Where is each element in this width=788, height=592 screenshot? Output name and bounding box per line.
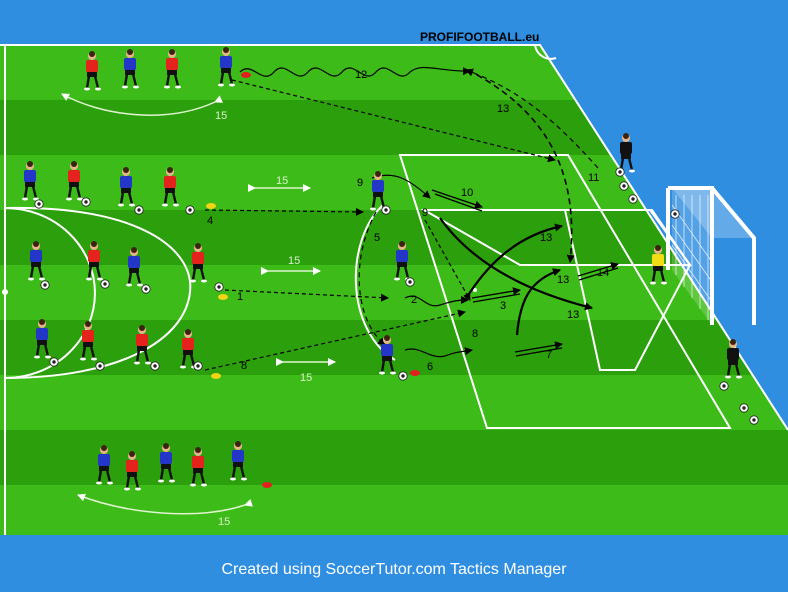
action-number: 9 bbox=[422, 207, 428, 219]
distance-label: 15 bbox=[218, 516, 230, 528]
action-number: 13 bbox=[540, 232, 552, 244]
action-number: 4 bbox=[207, 215, 213, 227]
ball-icon bbox=[134, 205, 144, 215]
action-number: 13 bbox=[567, 309, 579, 321]
action-number: 8 bbox=[241, 360, 247, 372]
ball-icon bbox=[193, 361, 203, 371]
distance-label: 15 bbox=[300, 372, 312, 384]
ball-icon bbox=[719, 381, 729, 391]
ball-icon bbox=[381, 205, 391, 215]
ball-icon bbox=[40, 280, 50, 290]
footer-credit: Created using SoccerTutor.com Tactics Ma… bbox=[221, 561, 567, 578]
action-number: 5 bbox=[374, 232, 380, 244]
action-number: 14 bbox=[597, 267, 609, 279]
pitch bbox=[0, 45, 788, 535]
cones bbox=[206, 72, 420, 488]
distance-label: 15 bbox=[288, 255, 300, 267]
action-number: 11 bbox=[588, 172, 599, 184]
action-number: 1 bbox=[237, 291, 243, 303]
action-number: 13 bbox=[557, 274, 569, 286]
ball-icon bbox=[214, 282, 224, 292]
ball-icon bbox=[405, 277, 415, 287]
center-spot bbox=[2, 289, 8, 295]
distance-arrows bbox=[61, 93, 336, 515]
action-numbers: 1 2 3 4 5 6 7 8 8 9 9 10 11 12 13 13 13 … bbox=[207, 69, 609, 373]
ball-icon bbox=[749, 415, 759, 425]
distance-label: 15 bbox=[276, 175, 288, 187]
ball-icon bbox=[34, 199, 44, 209]
action-number: 6 bbox=[427, 361, 433, 373]
goalkeeper bbox=[616, 131, 637, 174]
pitch-diagram: 1 2 3 4 5 6 7 8 8 9 9 10 11 12 13 13 13 … bbox=[0, 30, 788, 535]
ball-icon bbox=[185, 205, 195, 215]
ball-icon bbox=[100, 279, 110, 289]
ball-icon bbox=[398, 371, 408, 381]
action-number: 8 bbox=[472, 328, 478, 340]
ball-icon bbox=[619, 181, 629, 191]
action-number: 10 bbox=[461, 187, 473, 199]
ball-icon bbox=[615, 167, 625, 177]
ball-icon bbox=[81, 197, 91, 207]
ball-icon bbox=[141, 284, 151, 294]
action-number: 12 bbox=[355, 69, 367, 81]
ball-icon bbox=[95, 361, 105, 371]
goal bbox=[666, 186, 756, 325]
action-number: 2 bbox=[411, 294, 417, 306]
ball-icon bbox=[739, 403, 749, 413]
penalty-spot bbox=[473, 288, 477, 292]
action-number: 3 bbox=[500, 300, 506, 312]
distance-labels: 15 15 15 15 15 bbox=[215, 110, 312, 528]
distance-label: 15 bbox=[215, 110, 227, 122]
ball-icon bbox=[150, 361, 160, 371]
ball-icon bbox=[628, 194, 638, 204]
watermark: PROFIFOOTBALL.eu bbox=[420, 30, 539, 44]
ball-icon bbox=[670, 209, 680, 219]
action-number: 7 bbox=[546, 349, 552, 361]
action-number: 13 bbox=[497, 103, 509, 115]
ball-icon bbox=[49, 357, 59, 367]
action-number: 9 bbox=[357, 177, 363, 189]
